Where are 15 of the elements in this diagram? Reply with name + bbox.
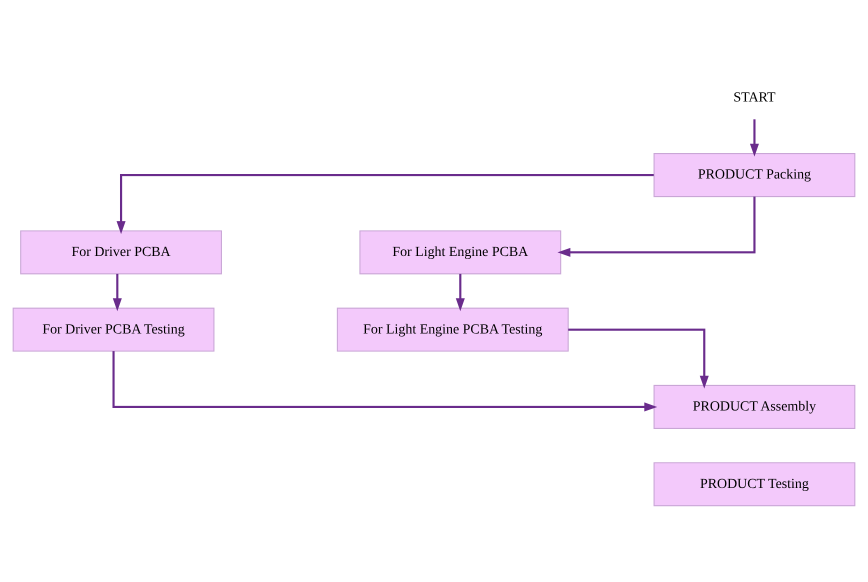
node-box: For Driver PCBA Testing xyxy=(12,308,214,352)
arrow xyxy=(750,119,759,157)
node-box: For Light Engine PCBA xyxy=(359,230,562,274)
node-text: START xyxy=(733,90,776,106)
arrow xyxy=(116,174,654,234)
node-box: PRODUCT Assembly xyxy=(654,384,856,429)
node-box: For Light Engine PCBA Testing xyxy=(336,308,569,352)
node-box: PRODUCT Testing xyxy=(654,462,856,506)
node-box: PRODUCT Packing xyxy=(654,153,856,198)
node-box: For Driver PCBA xyxy=(20,230,222,274)
arrow xyxy=(557,196,756,257)
arrow xyxy=(112,274,122,312)
arrow xyxy=(456,274,465,312)
arrow xyxy=(112,351,658,412)
arrow xyxy=(568,328,709,389)
